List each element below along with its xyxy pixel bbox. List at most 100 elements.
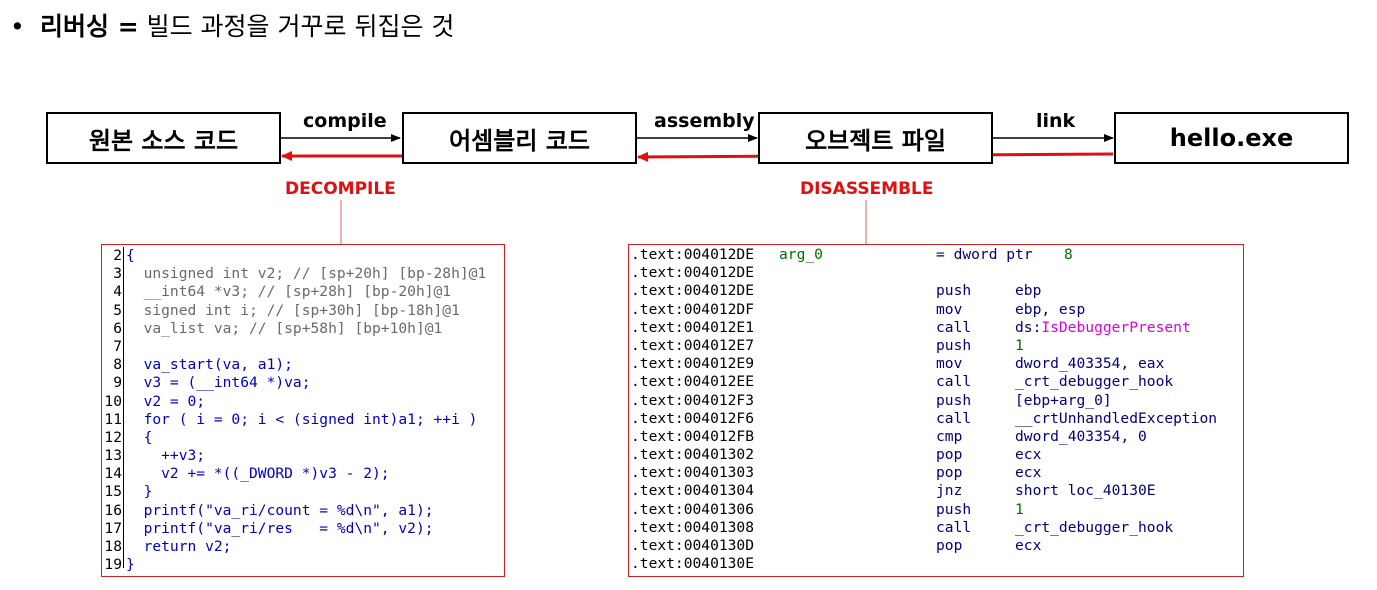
line-number: 19 <box>104 556 122 574</box>
disasm-mnemonic: pop <box>936 464 963 482</box>
disasm-mnemonic: call <box>936 373 972 391</box>
code-line: } <box>126 556 135 574</box>
line-number: 8 <box>113 356 122 374</box>
slide-heading: • 리버싱 = 빌드 과정을 거꾸로 뒤집은 것 <box>10 10 454 44</box>
disasm-mnemonic: cmp <box>936 427 963 445</box>
disasm-mnemonic: pop <box>936 446 963 464</box>
label-assembly: assembly <box>654 110 755 132</box>
disasm-operand: [ebp+arg_0] <box>1015 391 1112 409</box>
code-line: v2 = 0; <box>126 392 206 410</box>
line-number: 10 <box>104 392 122 410</box>
disasm-address: .text:00401302 <box>631 446 755 464</box>
disasm-operand: 8 <box>1064 246 1073 263</box>
line-number: 13 <box>104 447 122 465</box>
code-line: __int64 *v3; // [sp+28h] [bp-20h]@1 <box>126 283 452 301</box>
disasm-mnemonic: mov <box>936 355 963 373</box>
line-number: 9 <box>113 374 122 392</box>
code-line: va_start(va, a1); <box>126 356 293 374</box>
line-number: 12 <box>104 428 122 446</box>
disassembly-panel: .text:004012DE arg_0 = dword ptr 8 .text:004… <box>628 244 1244 577</box>
disasm-mnemonic: pop <box>936 537 963 554</box>
label-compile: compile <box>303 110 387 132</box>
disasm-address: .text:00401308 <box>631 518 755 536</box>
disasm-operand: ecx <box>1015 464 1042 482</box>
bullet: • <box>10 12 25 41</box>
decompiled-code: { unsigned int v2; // [sp+20h] [bp-28h]@… <box>126 247 486 574</box>
disasm-address: .text:004012DF <box>631 300 755 318</box>
disasm-address: .text:0040130D <box>631 537 755 554</box>
line-number: 3 <box>113 265 122 283</box>
disasm-mnemonic: call <box>936 409 972 427</box>
disasm-address: .text:004012DE <box>631 282 755 300</box>
box-source-code: 원본 소스 코드 <box>46 112 281 164</box>
disasm-mnemonic: call <box>936 518 972 536</box>
disasm-address: .text:004012EE <box>631 373 755 391</box>
disasm-mnemonic: = dword ptr <box>936 246 1033 263</box>
disasm-address: .text:00401306 <box>631 500 755 518</box>
disasm-address: .text:004012E9 <box>631 355 755 373</box>
disasm-address: .text:004012FB <box>631 427 755 445</box>
code-line: unsigned int v2; // [sp+20h] [bp-28h]@1 <box>126 265 487 283</box>
disasm-operand: _crt_debugger_hook <box>1015 518 1174 536</box>
disasm-mnemonic: jnz <box>936 482 963 500</box>
box-assembly-code: 어셈블리 코드 <box>402 112 637 164</box>
disasm-address: .text:004012F6 <box>631 409 755 427</box>
line-number: 15 <box>104 483 122 501</box>
disasm-operand: ebp <box>1015 282 1042 300</box>
code-line: { <box>126 428 153 446</box>
disasm-address: .text:004012E7 <box>631 336 755 354</box>
code-line: { <box>126 247 135 264</box>
disasm-operand: 1 <box>1015 336 1024 354</box>
line-number: 6 <box>113 319 122 337</box>
label-decompile: DECOMPILE <box>285 179 396 199</box>
disasm-address: .text:004012DE <box>631 264 755 282</box>
disasm-operand: ecx <box>1015 537 1042 554</box>
disasm-address: .text:00401304 <box>631 482 755 500</box>
disasm-operand: ds:IsDebuggerPresent <box>1015 318 1191 336</box>
code-line: return v2; <box>126 538 232 555</box>
disasm-operand: ebp, esp <box>1015 300 1086 318</box>
box-executable: hello.exe <box>1114 112 1349 164</box>
line-number: 4 <box>113 283 122 301</box>
heading-rest: 빌드 과정을 거꾸로 뒤집은 것 <box>138 12 455 41</box>
code-line: printf("va_ri/res = %d\n", v2); <box>126 519 434 537</box>
box-object-file: 오브젝트 파일 <box>758 112 993 164</box>
disasm-operand: __crtUnhandledException <box>1015 409 1218 427</box>
disasm-mnemonic: push <box>936 336 972 354</box>
disasm-address: .text:004012DE <box>631 246 755 263</box>
code-line: signed int i; // [sp+30h] [bp-18h]@1 <box>126 301 460 319</box>
code-line: printf("va_ri/count = %d\n", a1); <box>126 501 434 519</box>
heading-bold: 리버싱 = <box>40 12 139 41</box>
code-line: va_list va; // [sp+58h] [bp+10h]@1 <box>126 319 443 337</box>
line-number: 17 <box>104 519 122 537</box>
disasm-operand: 1 <box>1015 500 1024 518</box>
disasm-operand: dword_403354, eax <box>1015 355 1165 373</box>
disasm-mnemonic: push <box>936 391 972 409</box>
code-line: v2 += *((_DWORD *)v3 - 2); <box>126 465 390 483</box>
line-number: 5 <box>113 301 122 319</box>
disasm-operand: _crt_debugger_hook <box>1015 373 1174 391</box>
code-line: ++v3; <box>126 447 206 465</box>
line-number: 2 <box>113 247 122 264</box>
line-number: 16 <box>104 501 122 519</box>
line-number: 11 <box>104 410 122 428</box>
line-number: 7 <box>113 337 122 355</box>
label-disassemble: DISASSEMBLE <box>800 179 934 199</box>
code-line: v3 = (__int64 *)va; <box>126 374 311 392</box>
code-line <box>126 338 486 356</box>
disasm-mnemonic: push <box>936 500 972 518</box>
code-line: } <box>126 483 153 501</box>
gutter-divider <box>123 247 124 568</box>
line-number: 18 <box>104 538 122 555</box>
disasm-address: .text:00401303 <box>631 464 755 482</box>
disasm-operand: ecx <box>1015 446 1042 464</box>
disasm-address: .text:004012E1 <box>631 318 755 336</box>
line-number: 14 <box>104 465 122 483</box>
disasm-mnemonic: mov <box>936 300 963 318</box>
disasm-label: arg_0 <box>779 246 823 263</box>
code-line: for ( i = 0; i < (signed int)a1; ++i ) <box>126 410 478 428</box>
disasm-operand: short loc_40130E <box>1015 482 1156 500</box>
disasm-operand: dword_403354, 0 <box>1015 427 1147 445</box>
